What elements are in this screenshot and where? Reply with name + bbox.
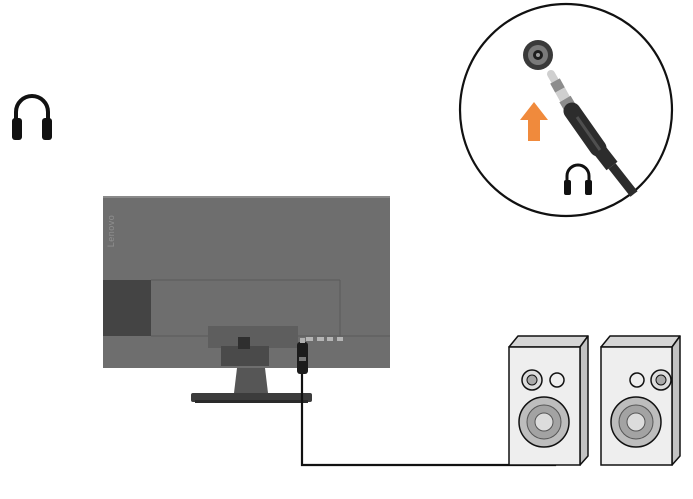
headphone-icon	[564, 163, 592, 195]
speaker-right	[600, 335, 681, 466]
headphone-icon	[12, 94, 52, 140]
brand-logo: Lenovo	[106, 215, 116, 248]
speaker-left	[508, 335, 589, 466]
monitor-stand	[191, 368, 312, 403]
audio-jack-port	[523, 40, 553, 70]
monitor: Lenovo	[103, 196, 390, 368]
arrow-up-icon	[520, 102, 548, 141]
connection-inset	[458, 2, 674, 218]
audio-plug	[547, 70, 638, 197]
monitor-ports	[306, 337, 343, 341]
